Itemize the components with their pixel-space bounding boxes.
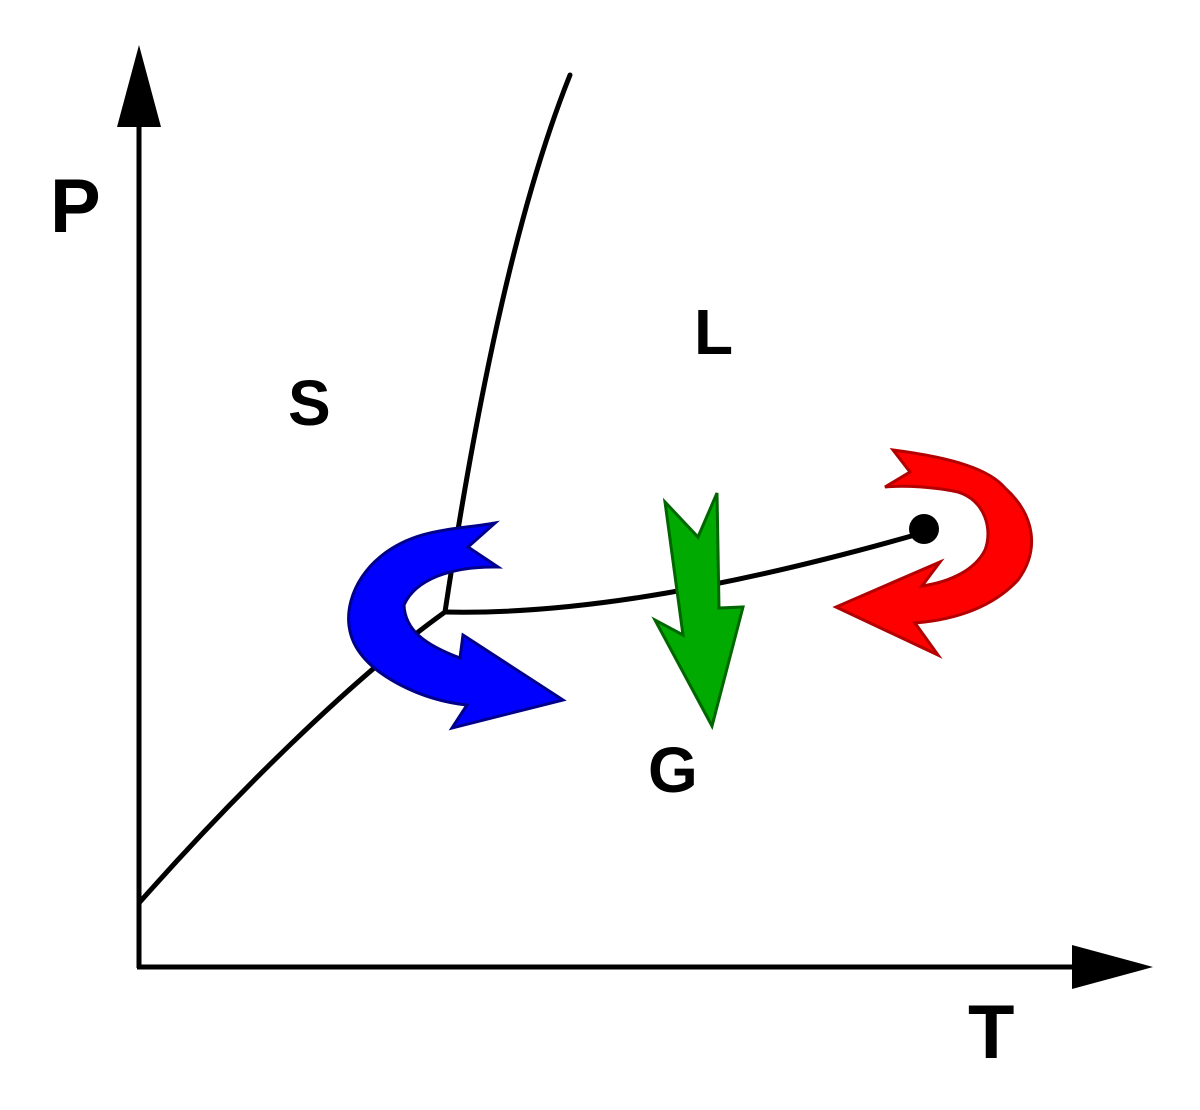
- y-axis-label: P: [50, 164, 101, 249]
- vaporization-arrow-icon: [651, 492, 745, 731]
- sublimation-arrow-icon: [347, 520, 567, 731]
- axes: [117, 45, 1153, 989]
- critical-point: [909, 514, 939, 544]
- vaporization-curve: [442, 530, 925, 615]
- phase-boundaries: [136, 72, 925, 906]
- x-axis-label: T: [968, 990, 1014, 1075]
- solid-region-label: S: [288, 367, 331, 439]
- melting-curve: [442, 72, 573, 615]
- x-axis-arrowhead: [1072, 945, 1153, 989]
- supercritical-arrow-icon: [832, 448, 1033, 659]
- liquid-region-label: L: [694, 296, 733, 368]
- y-axis-arrowhead: [117, 45, 161, 127]
- gas-region-label: G: [648, 734, 698, 806]
